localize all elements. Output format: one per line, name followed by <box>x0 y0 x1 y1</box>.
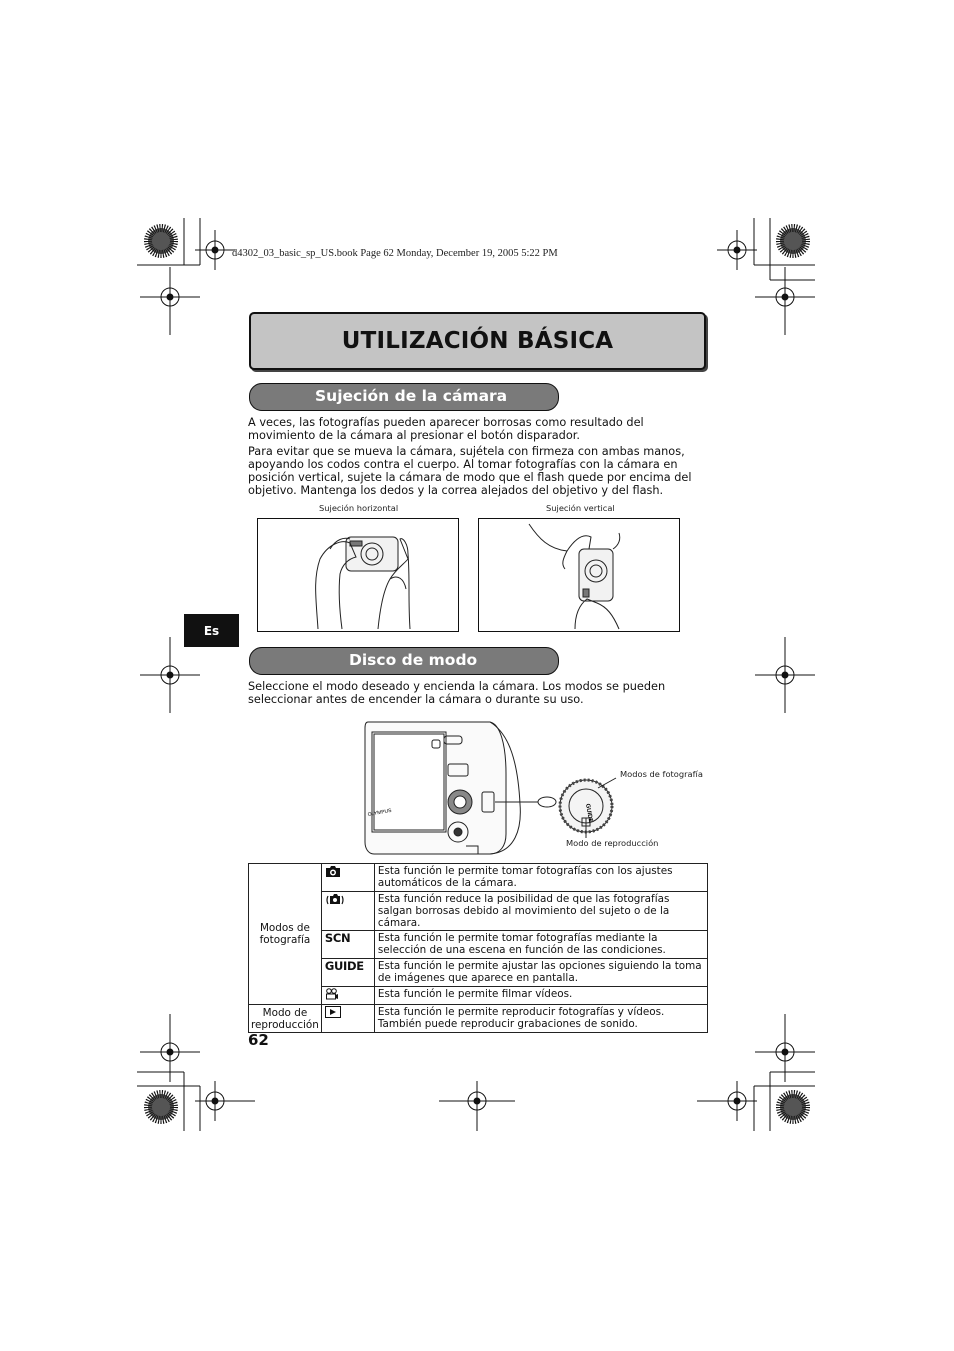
camera-mode-dial-illustration: OLYMPUS GUIDE <box>364 721 617 855</box>
section-heading-mode-dial: Disco de modo <box>249 647 559 675</box>
section-heading-holding-text: Sujeción de la cámara <box>315 387 508 405</box>
group-playback-mode: Modo de reproducción <box>248 1004 322 1033</box>
mode-description: Esta función le permite tomar fotografía… <box>373 863 709 892</box>
hands-horizontal-drawing <box>315 536 411 630</box>
hands-vertical-drawing <box>528 523 621 630</box>
table-row: Esta función reduce la posibilidad de qu… <box>249 891 709 931</box>
page-title-box: UTILIZACIÓN BÁSICA <box>249 312 706 370</box>
mode-icon-cell: SCN <box>320 930 375 959</box>
page-title: UTILIZACIÓN BÁSICA <box>341 328 614 354</box>
camera-brand-text: OLYMPUS <box>367 808 392 818</box>
paragraph-holding-instructions: Para evitar que se mueva la cámara, sujé… <box>248 445 692 497</box>
mode-description: Esta función le permite tomar fotografía… <box>373 930 709 959</box>
paragraph-mode-dial: Seleccione el modo deseado y encienda la… <box>248 680 666 706</box>
paragraph-blur: A veces, las fotografías pueden aparecer… <box>248 416 644 442</box>
table-row: Modos de fotografía Esta función le perm… <box>248 863 709 1005</box>
caption-vertical: Sujeción vertical <box>546 503 615 513</box>
caption-horizontal: Sujeción horizontal <box>319 503 399 513</box>
section-heading-holding: Sujeción de la cámara <box>249 383 559 411</box>
page-number: 62 <box>248 1031 269 1049</box>
playback-icon <box>324 1006 341 1018</box>
movie-icon <box>325 988 338 1000</box>
mode-description: Esta función le permite ajustar las opci… <box>373 958 709 987</box>
section-heading-mode-dial-text: Disco de modo <box>349 651 478 669</box>
mode-icon-cell <box>320 863 375 892</box>
scn-icon-label: SCN <box>324 931 351 945</box>
language-tab: Es <box>184 614 239 647</box>
mode-description: Esta función le permite filmar vídeos. <box>373 986 709 1005</box>
mode-icon-cell <box>320 986 375 1005</box>
camera-icon <box>325 866 340 877</box>
table-row: GUIDE Esta función le permite ajustar la… <box>249 958 709 987</box>
mode-icon-cell <box>320 891 375 931</box>
mode-icon-cell <box>320 1004 375 1033</box>
guide-icon-label: GUIDE <box>324 959 364 973</box>
group-photo-modes: Modos de fotografía <box>248 863 322 1005</box>
table-row: Modo de reproducción Esta función le per… <box>248 1004 709 1033</box>
illustration-vertical-grip <box>478 518 680 632</box>
label-photo-modes: Modos de fotografía <box>620 769 703 779</box>
illustration-horizontal-grip <box>257 518 459 632</box>
mode-icon-cell: GUIDE <box>320 958 375 987</box>
mode-description: Esta función le permite reproducir fotog… <box>373 1004 709 1033</box>
shake-reduction-icon <box>326 894 344 905</box>
print-header: d4302_03_basic_sp_US.book Page 62 Monday… <box>232 248 558 259</box>
table-row: SCN Esta función le permite tomar fotogr… <box>249 930 709 959</box>
mode-description: Esta función reduce la posibilidad de qu… <box>373 891 709 931</box>
label-playback-mode: Modo de reproducción <box>566 838 659 848</box>
mode-table: Modos de fotografía Esta función le perm… <box>248 863 709 1033</box>
dial-guide-text: GUIDE <box>584 803 593 823</box>
